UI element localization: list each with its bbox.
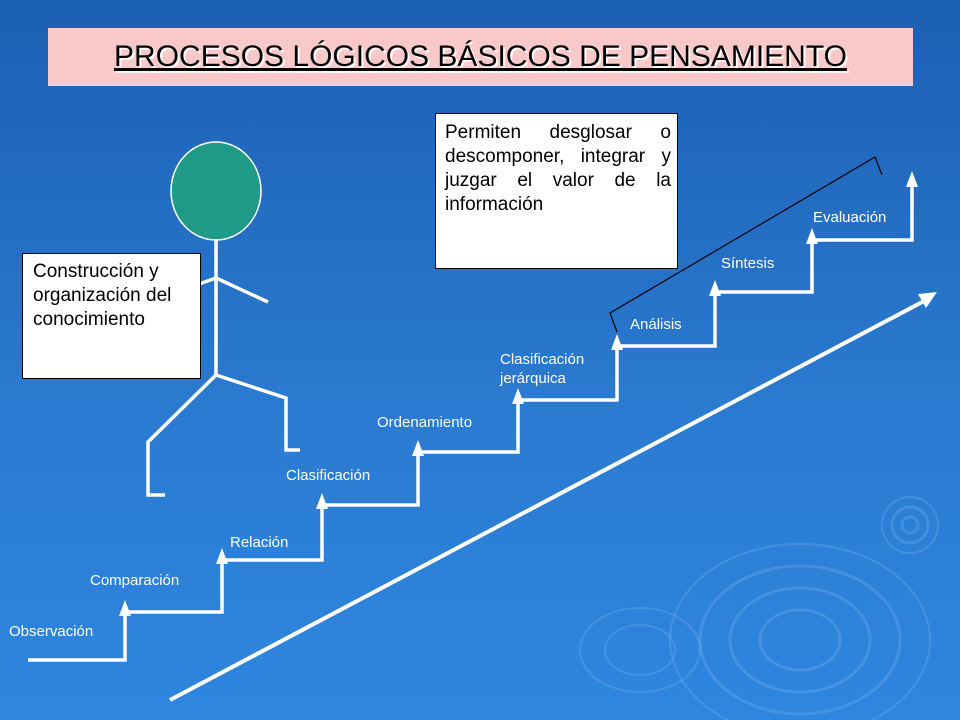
progress-arrowhead — [918, 292, 937, 308]
staircase — [28, 183, 914, 662]
step-label-relacion: Relación — [230, 534, 289, 551]
ripple-decoration — [579, 496, 939, 720]
step-arrowheads — [119, 171, 918, 616]
step-label-comparacion: Comparación — [90, 572, 180, 589]
step-label-sintesis: Síntesis — [721, 255, 775, 272]
figure-caption-box: Construcción y organización del conocimi… — [22, 253, 201, 379]
page-title: PROCESOS LÓGICOS BÁSICOS DE PENSAMIENTO — [114, 40, 847, 73]
step-label-ordenamiento: Ordenamiento — [377, 414, 473, 431]
title-box: PROCESOS LÓGICOS BÁSICOS DE PENSAMIENTO — [48, 28, 913, 86]
step-label-evaluacion: Evaluación — [813, 209, 887, 226]
step-label-observacion: Observación — [9, 623, 94, 640]
figure-head — [170, 141, 262, 241]
note-box: Permiten desglosar o descomponer, integr… — [435, 113, 678, 269]
bracket-line — [609, 156, 883, 333]
step-label-clasificacion: Clasificación — [286, 467, 371, 484]
step-label-clasificacion-jerarquica: Clasificación jerárquica — [500, 351, 585, 387]
progress-arrow — [169, 298, 927, 702]
step-label-analisis: Análisis — [630, 316, 682, 333]
